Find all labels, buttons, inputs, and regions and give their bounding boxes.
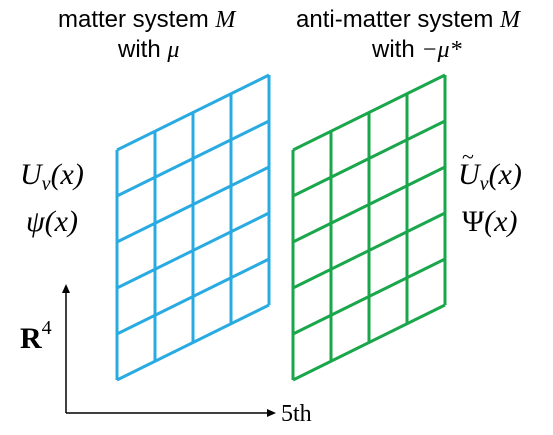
left-gauge-field-label: Uν(x) [20, 158, 84, 195]
right-subtitle-symbol: −μ* [421, 37, 462, 63]
right-subtitle: with −μ* [372, 36, 462, 63]
left-grid-horizontal-line [116, 257, 270, 336]
right-grid-horizontal-line [292, 119, 446, 198]
right-grid [291, 73, 447, 382]
right-subtitle-text: with [372, 36, 422, 63]
left-grid-horizontal-line [116, 119, 270, 198]
left-grid-horizontal-line [116, 165, 270, 244]
left-subtitle-text: with [118, 36, 168, 63]
right-title-symbol: M [500, 7, 521, 33]
left-title: matter system M [58, 6, 236, 33]
right-grid-horizontal-line [292, 303, 446, 382]
left-subtitle-symbol: μ [167, 37, 180, 63]
left-grid-horizontal-line [116, 303, 270, 382]
left-grid-horizontal-line [116, 73, 270, 152]
right-grid-horizontal-line [292, 257, 446, 336]
right-grid-horizontal-line [292, 165, 446, 244]
right-grid-horizontal-line [292, 73, 446, 152]
right-title-text: anti-matter system [296, 6, 501, 33]
horizontal-axis-label: 5th [281, 401, 312, 427]
vertical-axis-label: R4 [20, 317, 52, 355]
right-grid-horizontal-line [292, 211, 446, 290]
left-subtitle: with μ [118, 36, 180, 63]
right-title: anti-matter system M [296, 6, 521, 33]
left-title-text: matter system [58, 6, 216, 33]
left-grid [115, 73, 271, 382]
right-gauge-field-label: ~Uν(x) [458, 144, 522, 195]
left-title-symbol: M [215, 7, 236, 33]
left-grid-horizontal-line [116, 211, 270, 290]
right-matter-field-label: Ψ(x) [462, 205, 518, 238]
left-matter-field-label: ψ(x) [26, 205, 78, 238]
